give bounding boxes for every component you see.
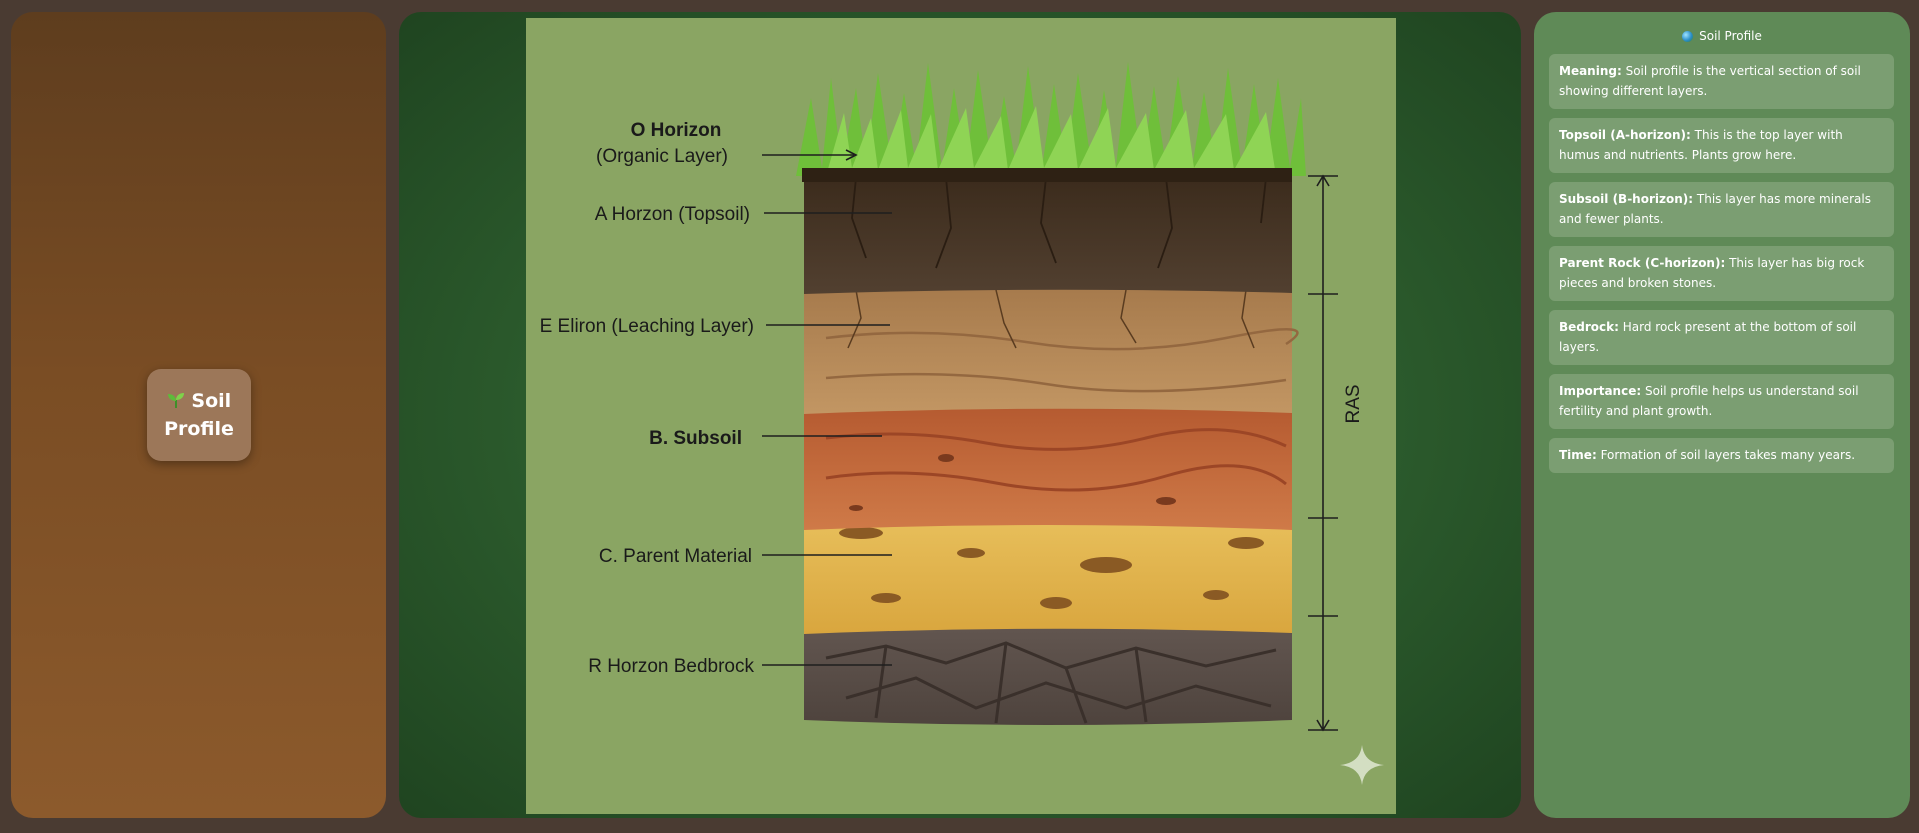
info-card-topsoil: Topsoil (A-horizon): This is the top lay…	[1549, 118, 1894, 173]
soil-profile-diagram: O Horizon (Organic Layer) A Horzon (Tops…	[526, 18, 1396, 814]
info-card-bedrock: Bedrock: Hard rock present at the bottom…	[1549, 310, 1894, 365]
left-panel: Soil Profile	[11, 12, 386, 818]
label-a-horizon: A Horzon (Topsoil)	[595, 204, 750, 225]
leaching-layer	[804, 287, 1299, 414]
info-card-meaning: Meaning: Soil profile is the vertical se…	[1549, 54, 1894, 109]
info-card-label: Bedrock:	[1559, 320, 1619, 334]
topsoil-layer	[804, 170, 1292, 294]
topic-card-line2: Profile	[164, 418, 234, 440]
grass-organic-layer	[796, 62, 1306, 182]
seedling-icon	[167, 390, 192, 412]
bedrock-layer	[804, 626, 1292, 725]
info-card-importance: Importance: Soil profile helps us unders…	[1549, 374, 1894, 429]
label-o-horizon: O Horizon	[631, 120, 722, 141]
info-card-subsoil: Subsoil (B-horizon): This layer has more…	[1549, 182, 1894, 237]
label-r-horizon: R Horzon Bedbrock	[588, 656, 754, 677]
info-card-time: Time: Formation of soil layers takes man…	[1549, 438, 1894, 473]
info-card-parent-rock: Parent Rock (C-horizon): This layer has …	[1549, 246, 1894, 301]
right-panel: Soil Profile Meaning: Soil profile is th…	[1534, 12, 1910, 818]
label-o-horizon-sub: (Organic Layer)	[596, 146, 728, 167]
info-card-text: This layer has more minerals and fewer p…	[1559, 192, 1871, 226]
leader-lines	[762, 149, 892, 666]
info-card-label: Meaning:	[1559, 64, 1622, 78]
info-card-label: Parent Rock (C-horizon):	[1559, 256, 1726, 270]
info-card-text: Soil profile is the vertical section of …	[1559, 64, 1861, 98]
info-card-text: This is the top layer with humus and nut…	[1559, 128, 1843, 162]
topic-card-soil-profile[interactable]: Soil Profile	[147, 369, 251, 461]
label-e-horizon: E Eliron (Leaching Layer)	[540, 316, 754, 337]
right-panel-title-text: Soil Profile	[1699, 29, 1762, 43]
info-card-label: Subsoil (B-horizon):	[1559, 192, 1694, 206]
label-c-horizon: C. Parent Material	[599, 546, 752, 567]
right-panel-title: Soil Profile	[1534, 26, 1910, 46]
center-panel: O Horizon (Organic Layer) A Horzon (Tops…	[399, 12, 1521, 818]
info-card-text: Hard rock present at the bottom of soil …	[1559, 320, 1857, 354]
info-card-list: Meaning: Soil profile is the vertical se…	[1534, 46, 1910, 473]
topic-card-label: Soil Profile	[164, 387, 234, 443]
info-card-label: Importance:	[1559, 384, 1642, 398]
info-card-text: Soil profile helps us understand soil fe…	[1559, 384, 1859, 418]
depth-bracket	[1308, 174, 1338, 732]
info-card-text: Formation of soil layers takes many year…	[1596, 448, 1856, 462]
soil-profile-illustration: O Horizon (Organic Layer) A Horzon (Tops…	[540, 62, 1384, 785]
info-card-text: This layer has big rock pieces and broke…	[1559, 256, 1865, 290]
info-card-label: Topsoil (A-horizon):	[1559, 128, 1691, 142]
topic-card-line1: Soil	[191, 390, 232, 412]
label-side-depth: RAS	[1343, 384, 1364, 423]
subsoil-layer	[804, 406, 1292, 530]
label-b-horizon: B. Subsoil	[649, 428, 742, 449]
info-card-label: Time:	[1559, 448, 1597, 462]
globe-icon	[1682, 30, 1694, 42]
parent-material-layer	[804, 522, 1292, 634]
sparkle-icon	[1340, 745, 1384, 785]
